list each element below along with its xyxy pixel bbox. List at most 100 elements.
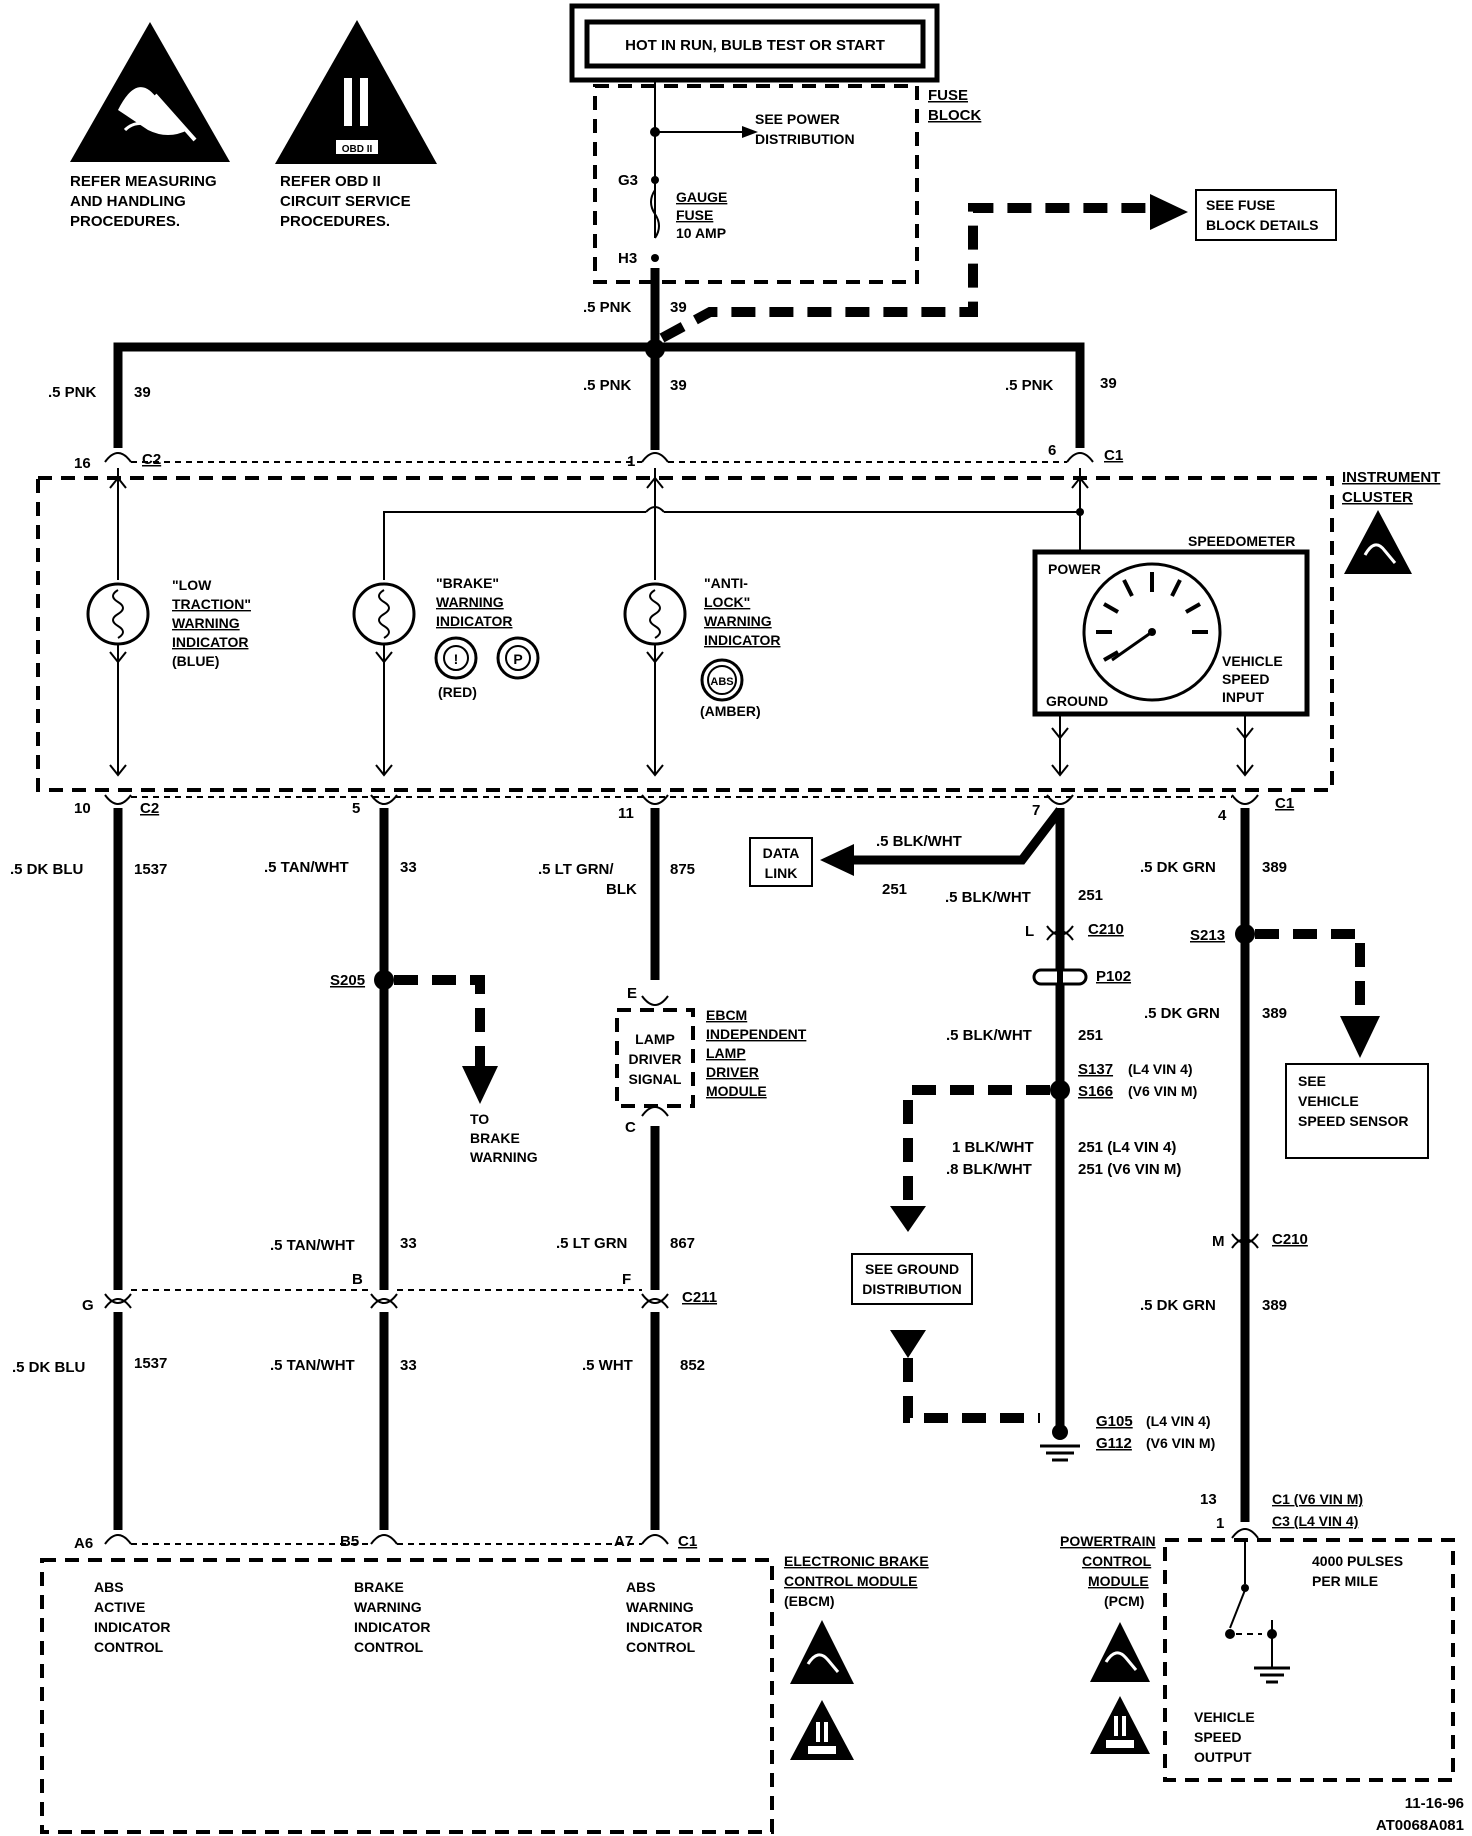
ebcm-brake-1: BRAKE bbox=[354, 1579, 404, 1595]
data-link-gauge: .5 BLK/WHT bbox=[876, 833, 962, 850]
pcm-output-1: VEHICLE bbox=[1194, 1709, 1255, 1725]
brake-ind-3: INDICATOR bbox=[436, 613, 512, 629]
s205-splice bbox=[374, 970, 394, 990]
dk-grn-2-gauge: .5 DK GRN bbox=[1144, 1005, 1220, 1022]
ebcm-conn-c1: C1 bbox=[678, 1533, 697, 1550]
footer-date: 11-16-96 bbox=[1405, 1795, 1464, 1812]
speedometer-ground: GROUND bbox=[1046, 693, 1108, 709]
see-details-dashed-wire bbox=[659, 203, 1160, 343]
ground-dist-arrow-down-icon bbox=[890, 1330, 926, 1358]
ebcm-lamp-title-3: LAMP bbox=[706, 1045, 746, 1061]
obd-note-line3: PROCEDURES. bbox=[280, 213, 390, 230]
data-link-wire bbox=[850, 807, 1064, 865]
c210-top-conn bbox=[1046, 925, 1074, 936]
left-pnk-circuit: 39 bbox=[134, 384, 151, 401]
center-pnk-gauge: .5 PNK bbox=[583, 377, 632, 394]
ebcm-obd-icon bbox=[790, 1700, 854, 1760]
low-traction-1: "LOW bbox=[172, 577, 212, 593]
data-link-circuit: 251 bbox=[882, 881, 907, 898]
antilock-2: LOCK" bbox=[704, 594, 750, 610]
ground-dist-dashed-wire-lower bbox=[903, 1358, 1040, 1423]
g105-note: (L4 VIN 4) bbox=[1146, 1413, 1211, 1429]
to-vss-arrow-icon bbox=[1340, 1016, 1380, 1058]
center-pnk-circuit: 39 bbox=[670, 377, 687, 394]
pcm-title-3: MODULE bbox=[1088, 1573, 1149, 1589]
antilock-5: (AMBER) bbox=[700, 703, 761, 719]
see-details-line1: SEE FUSE bbox=[1206, 197, 1275, 213]
ebcm-abs-active-4: CONTROL bbox=[94, 1639, 164, 1655]
low-traction-4: INDICATOR bbox=[172, 634, 248, 650]
esd-note-line2: AND HANDLING bbox=[70, 193, 186, 210]
ebcm-lamp-pin-e: E bbox=[627, 985, 637, 1002]
fuse-block-title-1: FUSE bbox=[928, 87, 968, 104]
cluster-pin-16: 16 bbox=[74, 455, 91, 472]
pcm-output-2: SPEED bbox=[1194, 1729, 1241, 1745]
pcm-title-4: (PCM) bbox=[1104, 1593, 1144, 1609]
c210-m-bottom-conn bbox=[1231, 1238, 1259, 1249]
fuse-block-outline bbox=[593, 84, 919, 284]
low-traction-bulb-icon bbox=[86, 582, 150, 777]
power-bus-wire bbox=[113, 342, 1085, 448]
obd-badge-text: OBD II bbox=[342, 144, 373, 155]
pcm-c3-note: C3 (L4 VIN 4) bbox=[1272, 1513, 1358, 1529]
g112-label: G112 bbox=[1096, 1435, 1132, 1452]
right-pnk-gauge: .5 PNK bbox=[1005, 377, 1054, 394]
brake-bulb-icon bbox=[352, 582, 416, 777]
antilock-4: INDICATOR bbox=[704, 632, 780, 648]
s213-label: S213 bbox=[1190, 927, 1225, 944]
data-link-box bbox=[749, 837, 813, 887]
c211-pin-g: G bbox=[82, 1297, 94, 1314]
speedometer-title: SPEEDOMETER bbox=[1188, 533, 1295, 549]
c211-label: C211 bbox=[682, 1289, 717, 1306]
brake-symbol-icons: ! P bbox=[434, 636, 540, 680]
ebcm-brake-2: WARNING bbox=[354, 1599, 422, 1615]
antilock-3: WARNING bbox=[704, 613, 772, 629]
lt-grn-gauge: .5 LT GRN bbox=[556, 1235, 627, 1252]
ebcm-connectors bbox=[104, 1534, 669, 1545]
cluster-top-connectors bbox=[104, 452, 1094, 463]
ebcm-pin-a6: A6 bbox=[74, 1535, 93, 1552]
cluster-conn-c2-bottom: C2 bbox=[140, 800, 159, 817]
speedometer-outputs bbox=[1051, 714, 1254, 777]
see-vss-box bbox=[1285, 1063, 1429, 1159]
cluster-pin-7: 7 bbox=[1032, 802, 1040, 819]
fuse-pin-g3-node bbox=[651, 176, 659, 184]
dk-blu-2-gauge: .5 DK BLU bbox=[12, 1359, 85, 1376]
ground-dist-dashed-wire-upper bbox=[903, 1085, 1050, 1206]
c211-pin-b: B bbox=[352, 1271, 363, 1288]
tan-wht-3-gauge: .5 TAN/WHT bbox=[270, 1357, 355, 1374]
cluster-pin-4: 4 bbox=[1218, 807, 1227, 824]
dk-blu-gauge: .5 DK BLU bbox=[10, 861, 83, 878]
low-traction-3: WARNING bbox=[172, 615, 240, 631]
dk-grn-2-circuit: 389 bbox=[1262, 1005, 1287, 1022]
vss-output-switch-icon bbox=[1225, 1540, 1290, 1684]
brake-ind-1: "BRAKE" bbox=[436, 575, 499, 591]
c210-pin-l: L bbox=[1025, 923, 1034, 940]
main-pnk-circuit: 39 bbox=[670, 299, 687, 316]
brake-symbol-exclaim: ! bbox=[454, 651, 459, 667]
ebcm-lamp-title-5: MODULE bbox=[706, 1083, 767, 1099]
c210-m-top-conn bbox=[1231, 1233, 1259, 1244]
ebcm-abs-active-3: INDICATOR bbox=[94, 1619, 170, 1635]
to-brake-dashed-wire bbox=[394, 975, 485, 1066]
pcm-pin-1: 1 bbox=[1216, 1515, 1224, 1532]
speedometer-dial-icon bbox=[1082, 562, 1222, 702]
see-details-arrow-icon bbox=[1150, 194, 1188, 230]
fuse-rating: 10 AMP bbox=[676, 225, 726, 241]
ebcm-abs-warn-4: CONTROL bbox=[626, 1639, 696, 1655]
blk-wht-2-gauge: .5 BLK/WHT bbox=[946, 1027, 1032, 1044]
s137-note: (L4 VIN 4) bbox=[1128, 1061, 1193, 1077]
cluster-bottom-connectors bbox=[104, 794, 1259, 805]
lt-grn-blk-gauge2: BLK bbox=[606, 881, 637, 898]
wht-circuit: 852 bbox=[680, 1357, 705, 1374]
cluster-conn-c1-top: C1 bbox=[1104, 447, 1123, 464]
tan-wht-2-circuit: 33 bbox=[400, 1235, 417, 1252]
cluster-title-2: CLUSTER bbox=[1342, 489, 1413, 506]
blk-wht-v6-circuit: 251 (V6 VIN M) bbox=[1078, 1161, 1181, 1178]
ebcm-lamp-conn-c bbox=[641, 1106, 669, 1117]
cluster-pin-1: 1 bbox=[627, 453, 635, 470]
ebcm-pin-a7: A7 bbox=[614, 1533, 633, 1550]
cluster-conn-c2-top: C2 bbox=[142, 451, 161, 468]
see-vss-3: SPEED SENSOR bbox=[1298, 1113, 1408, 1129]
ebcm-brake-3: INDICATOR bbox=[354, 1619, 430, 1635]
